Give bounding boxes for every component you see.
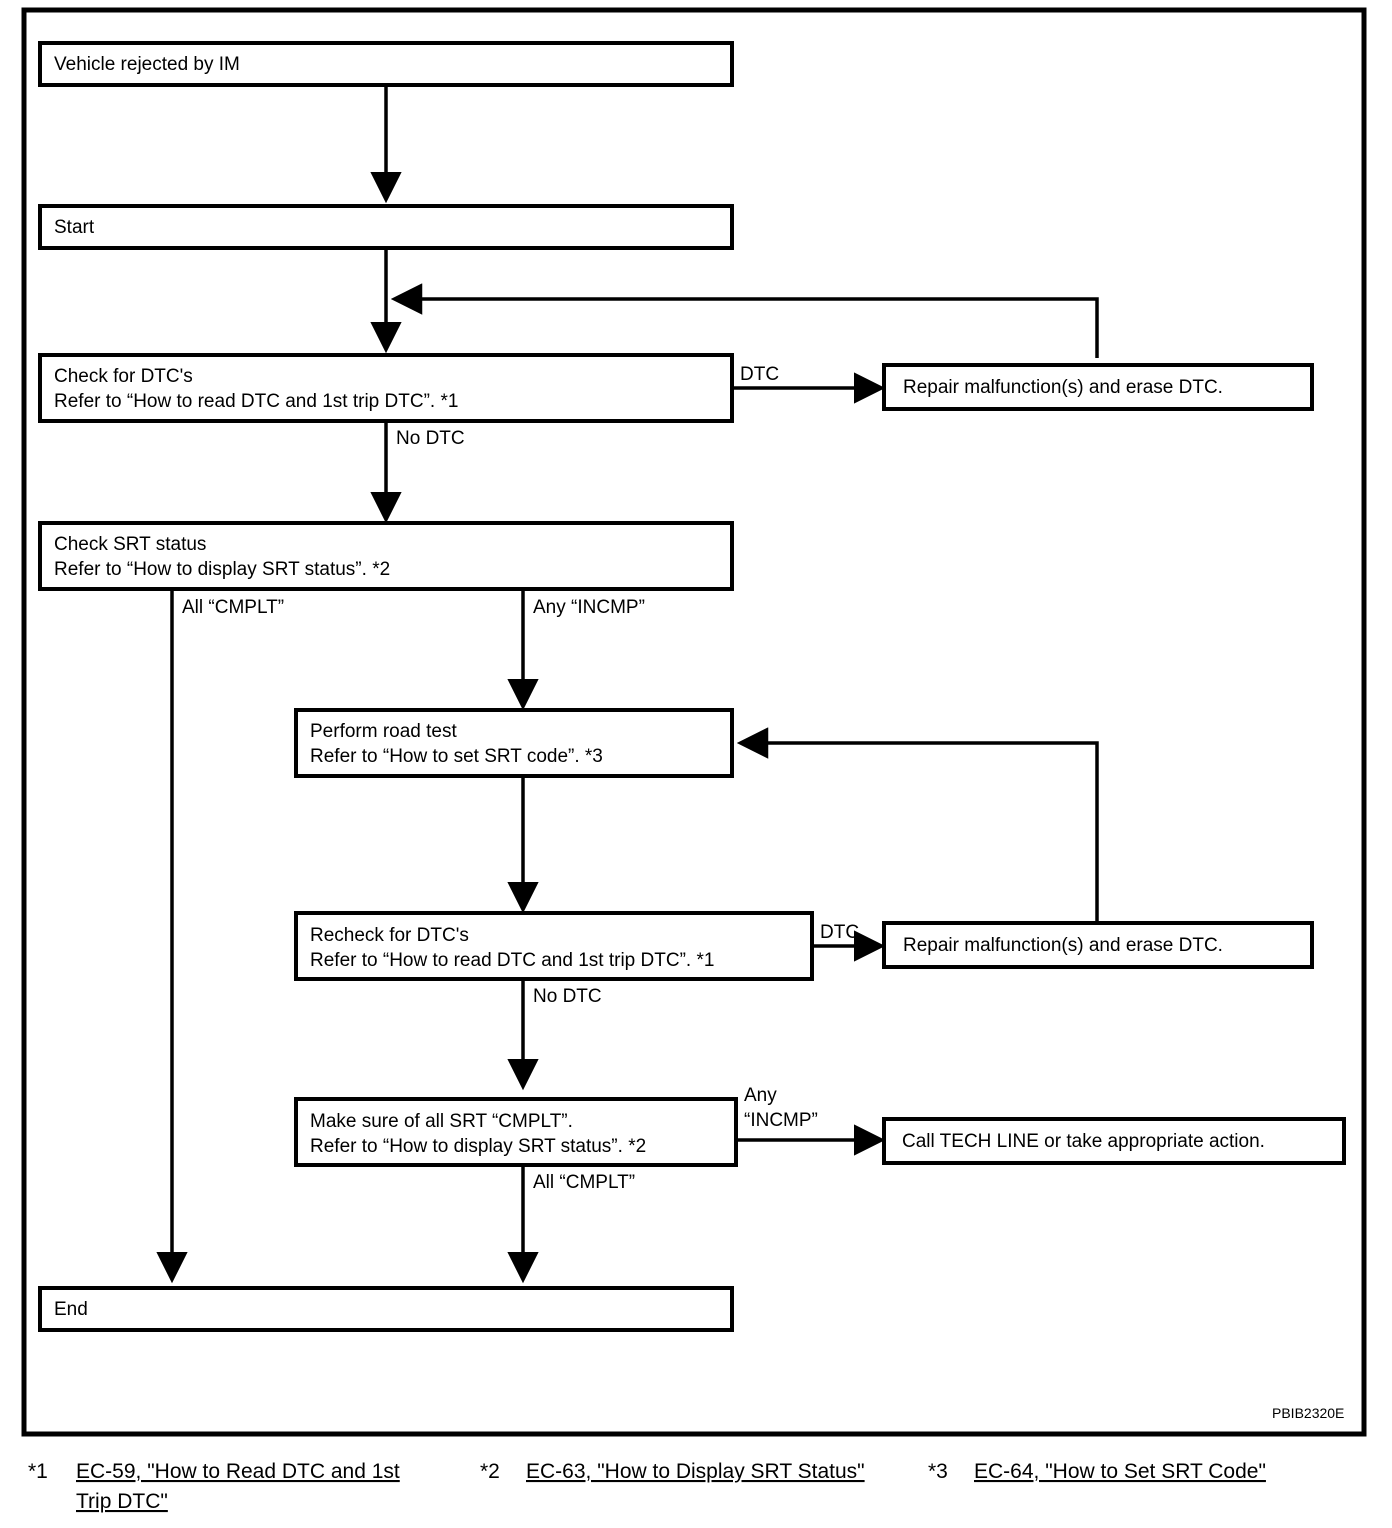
figure-code: PBIB2320E <box>1272 1405 1344 1421</box>
node-check-srt-line1: Check SRT status <box>54 534 206 555</box>
footnote-1-link[interactable]: EC-59, "How to Read DTC and 1st <box>76 1460 400 1483</box>
edge-label-dtc-1: DTC <box>740 364 779 385</box>
node-end <box>38 1286 734 1332</box>
edge-label-no-dtc-1: No DTC <box>396 428 465 449</box>
node-make-sure-srt-line1: Make sure of all SRT “CMPLT”. <box>310 1111 573 1132</box>
edge-label-no-dtc-2: No DTC <box>533 986 602 1007</box>
connector-repair2-feedback <box>736 727 1099 923</box>
node-recheck-dtc-line2: Refer to “How to read DTC and 1st trip D… <box>310 950 714 971</box>
node-check-srt-line2: Refer to “How to display SRT status”. *2 <box>54 559 390 580</box>
node-vehicle-rejected-label: Vehicle rejected by IM <box>54 54 240 75</box>
node-tech-line-label: Call TECH LINE or take appropriate actio… <box>902 1131 1265 1152</box>
node-start <box>38 204 734 250</box>
node-road-test <box>294 708 734 778</box>
figure-border <box>21 7 1367 1437</box>
footnote-3-mark: *3 <box>928 1460 948 1483</box>
node-repair-2-label: Repair malfunction(s) and erase DTC. <box>903 935 1223 956</box>
footnote-3-link[interactable]: EC-64, "How to Set SRT Code" <box>974 1460 1266 1483</box>
edge-label-all-cmplt-1: All “CMPLT” <box>182 597 284 618</box>
footnote-2-link[interactable]: EC-63, "How to Display SRT Status" <box>526 1460 865 1483</box>
node-repair-2 <box>882 921 1314 969</box>
node-make-sure-srt-line2: Refer to “How to display SRT status”. *2 <box>310 1136 646 1157</box>
node-road-test-line1: Perform road test <box>310 721 457 742</box>
node-road-test-line2: Refer to “How to set SRT code”. *3 <box>310 746 603 767</box>
edge-label-any-incmp-2-line2: “INCMP” <box>744 1110 818 1131</box>
node-recheck-dtc-line1: Recheck for DTC's <box>310 925 469 946</box>
edge-label-dtc-2: DTC <box>820 922 859 943</box>
node-end-label: End <box>54 1299 88 1320</box>
node-start-label: Start <box>54 217 95 238</box>
edge-label-all-cmplt-2: All “CMPLT” <box>533 1172 635 1193</box>
node-check-dtc-line2: Refer to “How to read DTC and 1st trip D… <box>54 391 458 412</box>
node-tech-line <box>882 1117 1346 1165</box>
footnote-2-mark: *2 <box>480 1460 500 1483</box>
node-make-sure-srt <box>294 1097 738 1167</box>
node-check-dtc-line1: Check for DTC's <box>54 366 193 387</box>
connector-repair1-feedback <box>390 283 1099 358</box>
edge-label-any-incmp-1: Any “INCMP” <box>533 597 645 618</box>
node-repair-1 <box>882 363 1314 411</box>
edge-label-any-incmp-2-line1: Any <box>744 1085 777 1106</box>
node-repair-1-label: Repair malfunction(s) and erase DTC. <box>903 377 1223 398</box>
node-check-srt <box>38 521 734 591</box>
footnote-1-link-cont[interactable]: Trip DTC" <box>76 1490 168 1513</box>
footnote-1-mark: *1 <box>28 1460 48 1483</box>
